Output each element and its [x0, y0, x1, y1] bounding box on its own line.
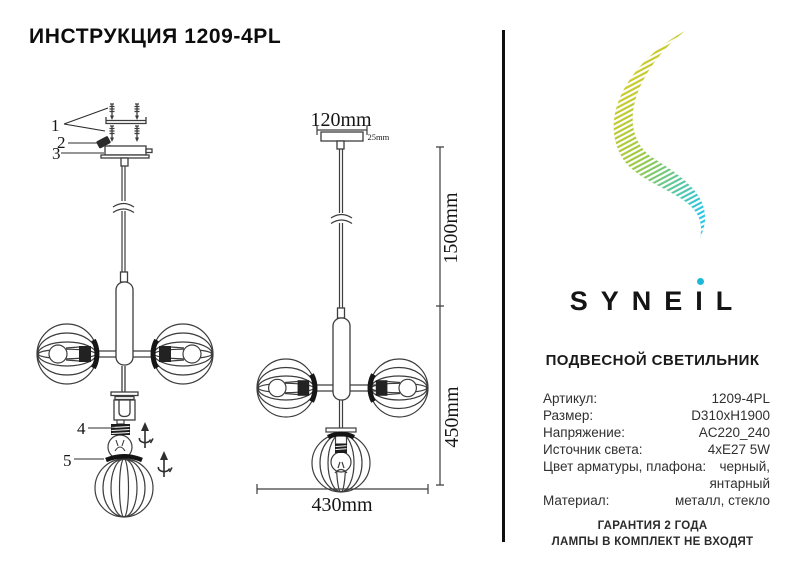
- spec-row-size: Размер: D310xH1900: [543, 407, 770, 424]
- spec-value: D310xH1900: [691, 408, 770, 423]
- spec-row-color: Цвет арматуры, плафона: черный, янтарный: [543, 458, 770, 492]
- glass-globe-right: [367, 358, 429, 418]
- glass-shade: [94, 454, 154, 518]
- spec-row-article: Артикул: 1209-4PL: [543, 390, 770, 407]
- spec-row-light-source: Источник света: 4xE27 5W: [543, 441, 770, 458]
- spec-row-voltage: Напряжение: AC220_240: [543, 424, 770, 441]
- fixture-width-dimension: 430mm: [311, 494, 373, 516]
- lamp-body: [115, 271, 134, 366]
- width-dimension-line: [256, 484, 429, 494]
- part-label-3: 3: [52, 144, 104, 163]
- product-type: ПОДВЕСНОЙ СВЕТИЛЬНИК: [545, 352, 760, 369]
- part-label-4: 4: [77, 419, 115, 438]
- svg-text:1: 1: [51, 116, 60, 135]
- suspension-length-dimension: 1500mm: [440, 192, 462, 264]
- warranty-line-1: ГАРАНТИЯ 2 ГОДА: [597, 520, 708, 532]
- warranty-note: ГАРАНТИЯ 2 ГОДА ЛАМПЫ В КОМПЛЕКТ НЕ ВХОД…: [505, 518, 800, 550]
- brand-letter-i: I: [695, 278, 716, 317]
- spec-label: Материал:: [543, 493, 610, 508]
- height-dimension-line: [436, 146, 444, 486]
- page-title: ИНСТРУКЦИЯ 1209-4PL: [29, 25, 282, 48]
- dimensions-diagram: 120mm 25mm: [256, 109, 463, 516]
- spec-label: Цвет арматуры, плафона:: [543, 459, 707, 474]
- glass-globe-left: [36, 323, 100, 385]
- spec-label: Размер:: [543, 408, 594, 423]
- brand-logo: [613, 31, 706, 238]
- spec-label: Артикул:: [543, 391, 598, 406]
- glass-globe-right: [150, 323, 214, 385]
- spec-label: Напряжение:: [543, 425, 626, 440]
- spec-value: 1209-4PL: [711, 391, 770, 406]
- light-bulb: [107, 419, 133, 460]
- brand-name-part: L: [715, 286, 746, 316]
- canopy-height-dimension: 25mm: [368, 132, 390, 142]
- ceiling-canopy: [100, 145, 153, 167]
- section-divider: [502, 30, 505, 542]
- part-label-1: 1: [51, 107, 109, 135]
- screw-direction-icon: [157, 450, 173, 478]
- spec-list: Артикул: 1209-4PL Размер: D310xH1900 Нап…: [543, 390, 770, 509]
- part-label-5: 5: [63, 451, 104, 470]
- logo-s-wave: [613, 31, 706, 238]
- brand-dot-icon: [697, 278, 705, 285]
- bottom-socket: [110, 366, 139, 421]
- canopy: [320, 131, 364, 150]
- canopy-width-dimension: 120mm: [310, 109, 372, 135]
- assembly-diagram: 1 2 3: [36, 103, 214, 518]
- brand-name-part: SYNE: [569, 286, 696, 316]
- svg-text:120mm: 120mm: [310, 109, 372, 131]
- spec-value: металл, стекло: [674, 493, 770, 508]
- screw-direction-icon: [138, 421, 154, 449]
- svg-text:5: 5: [63, 451, 72, 470]
- spec-value: 4xE27 5W: [707, 442, 770, 457]
- svg-text:2: 2: [57, 133, 66, 152]
- glass-globe-left: [256, 358, 318, 418]
- spec-value: AC220_240: [698, 425, 770, 440]
- fixture-height-dimension: 450mm: [441, 386, 463, 448]
- svg-text:4: 4: [77, 419, 86, 438]
- suspension-rod: [112, 166, 135, 272]
- part-label-2: 2: [57, 133, 97, 152]
- spec-row-material: Материал: металл, стекло: [543, 492, 770, 509]
- warranty-line-2: ЛАМПЫ В КОМПЛЕКТ НЕ ВХОДЯТ: [551, 536, 754, 548]
- spec-label: Источник света:: [543, 442, 643, 457]
- suspension-rod: [330, 149, 353, 308]
- mounting-screws: [105, 103, 147, 143]
- bottom-shade-assembly: [311, 400, 371, 493]
- lamp-body: [332, 307, 351, 401]
- svg-text:3: 3: [52, 144, 61, 163]
- spec-value: черный, янтарный: [709, 459, 770, 491]
